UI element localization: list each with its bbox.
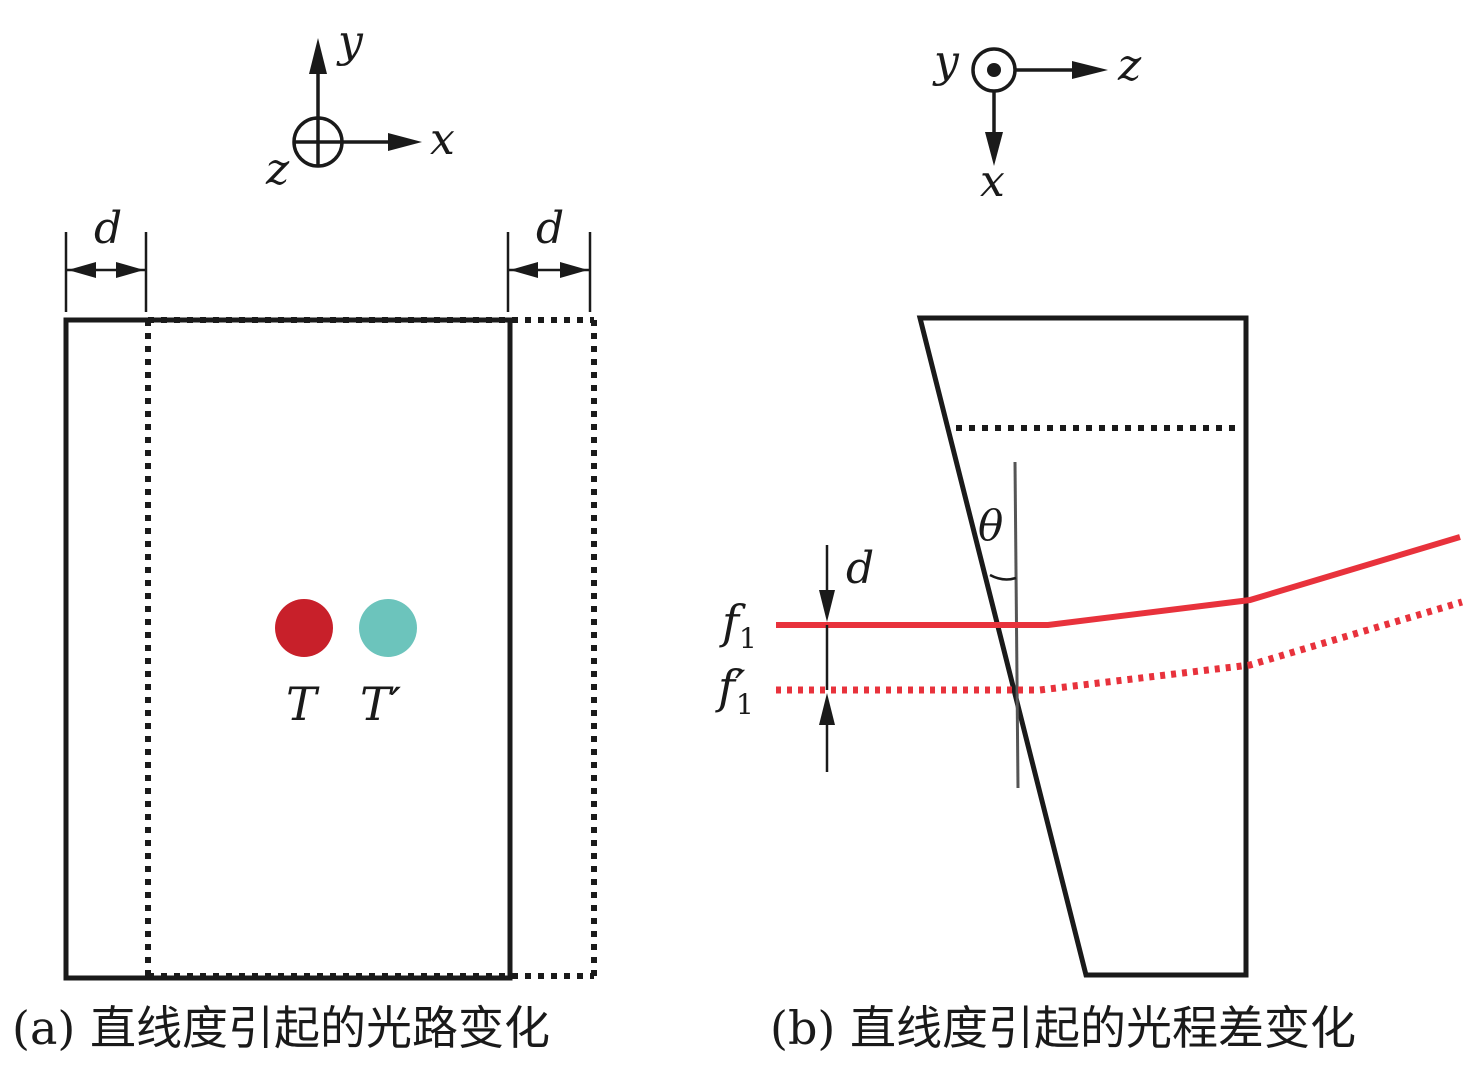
rect-shifted <box>145 317 597 979</box>
axis-label-z-a: z <box>265 144 290 195</box>
rect-original <box>63 317 513 981</box>
target-original <box>275 599 333 657</box>
y-arrow-head <box>309 38 327 74</box>
dim-left-arrow-r <box>116 262 144 278</box>
axes-a <box>292 38 422 168</box>
axis-label-y-b: y <box>932 36 960 87</box>
dim-v-arrow-top <box>819 590 835 622</box>
axes-b <box>971 47 1108 166</box>
x-arrow-head-b <box>985 132 1003 166</box>
x-arrow-head <box>388 133 422 151</box>
dimension-right <box>506 232 592 312</box>
target-original-label: T <box>286 677 320 731</box>
dim-v-label: d <box>846 543 874 594</box>
beam-moved-label: f′ <box>715 660 746 714</box>
dim-right-label: d <box>536 203 564 254</box>
beam-original <box>776 534 1461 628</box>
target-moved <box>359 599 417 657</box>
y-out-dot <box>987 63 1001 77</box>
panel-b: y z x θ d f1 f′ 1 (b) 直线度引起的光程差变化 <box>715 36 1463 1055</box>
target-moved-label: T′ <box>360 677 402 731</box>
caption-a: (a) 直线度引起的光路变化 <box>12 1001 550 1055</box>
axis-label-z-b: z <box>1117 40 1142 91</box>
beam-original-label: f1 <box>719 595 757 655</box>
beam-moved-label-prime: ′ <box>735 660 746 714</box>
dimension-left <box>64 232 148 312</box>
panel-a: y x z d d <box>12 16 597 1055</box>
beam-shifted <box>776 598 1463 694</box>
axis-label-y-a: y <box>336 16 364 67</box>
dim-left-label: d <box>94 203 122 254</box>
axis-label-x-b: x <box>980 156 1005 207</box>
angle-arc <box>989 573 1017 581</box>
dim-left-arrow-l <box>68 262 96 278</box>
dim-v-arrow-bottom <box>819 693 835 725</box>
angle-label: θ <box>978 501 1003 550</box>
beam-moved-label-sub: 1 <box>736 688 754 721</box>
beam-original-label-sub: 1 <box>739 622 757 655</box>
z-arrow-head <box>1072 61 1108 79</box>
prism-outline <box>916 315 1249 978</box>
axis-label-x-a: x <box>430 114 455 165</box>
caption-b: (b) 直线度引起的光程差变化 <box>770 1001 1356 1055</box>
dim-right-arrow-l <box>510 262 538 278</box>
dim-right-arrow-r <box>560 262 588 278</box>
dimension-vertical <box>819 545 835 772</box>
